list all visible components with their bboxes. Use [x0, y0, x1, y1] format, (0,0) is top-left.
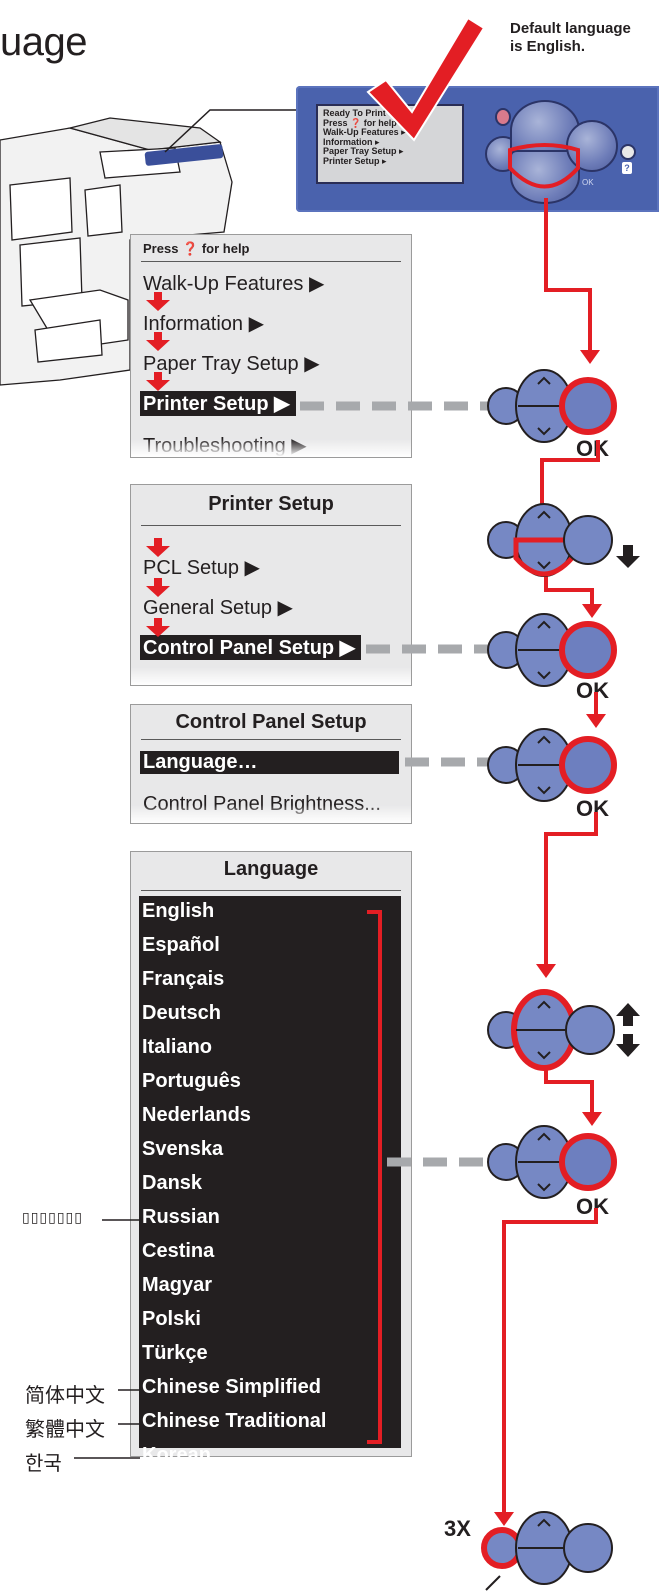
down-arrow-icon — [146, 292, 170, 311]
menu-item-language[interactable]: Language… — [140, 751, 399, 774]
menu-item-paper-tray[interactable]: Paper Tray Setup ▶ — [143, 353, 320, 375]
language-option[interactable]: Deutsch — [142, 1002, 221, 1024]
language-option[interactable]: Chinese Traditional — [142, 1410, 327, 1432]
default-language-note: Default language is English. — [510, 20, 631, 56]
button-cluster-up-down — [487, 989, 640, 1071]
menu-item-information[interactable]: Information ▶ — [143, 313, 264, 335]
language-option[interactable]: Português — [142, 1070, 241, 1092]
control-panel-display: Ready To Print Press ❓ for help Walk-Up … — [316, 104, 464, 184]
help-header: Press ❓ for help — [143, 241, 250, 256]
checkmark-icon — [366, 16, 486, 142]
flow-line — [544, 1060, 594, 1118]
language-option[interactable]: Korean — [142, 1444, 211, 1466]
button-cluster-back — [481, 1511, 613, 1591]
main-menu-panel: Press ❓ for help Walk-Up Features ▶ Info… — [130, 234, 412, 458]
panel-title: Language — [223, 858, 319, 880]
help-button[interactable]: ? — [622, 162, 632, 174]
button-cluster-ok — [487, 728, 617, 802]
language-option[interactable]: Svenska — [142, 1138, 224, 1160]
help-led-icon — [620, 144, 636, 160]
language-option[interactable]: Nederlands — [142, 1104, 251, 1126]
language-option[interactable]: Chinese Simplified — [142, 1376, 321, 1398]
display-line: Printer Setup ▸ — [323, 155, 387, 166]
language-option[interactable]: Español — [142, 934, 220, 956]
down-arrow-icon — [616, 1034, 640, 1057]
display-line: Walk-Up Features ▸ — [323, 127, 406, 138]
ok-label: OK — [576, 796, 609, 821]
button-cluster-ok — [487, 369, 617, 443]
language-option[interactable]: Magyar — [142, 1274, 213, 1296]
page-title: uage — [0, 20, 87, 64]
flow-line — [544, 198, 592, 358]
down-arrow-icon — [146, 618, 170, 637]
repeat-count-label: 3X — [444, 1516, 471, 1541]
control-panel-setup-panel: Control Panel Setup Language… Control Pa… — [130, 704, 412, 824]
language-option[interactable]: Polski — [142, 1308, 201, 1330]
down-arrow-icon — [146, 578, 170, 597]
panel-title: Printer Setup — [208, 493, 334, 515]
down-arrow-icon — [146, 332, 170, 351]
button-cluster-ok — [487, 613, 617, 687]
menu-item-control-panel-setup[interactable]: Control Panel Setup ▶ — [140, 635, 362, 660]
ok-label: OK — [576, 1194, 609, 1219]
language-option[interactable]: Français — [142, 968, 225, 990]
chinese-simplified-native-label: 简体中文 — [25, 1383, 105, 1407]
display-line: Press ❓ for help — [323, 117, 397, 128]
korean-native-label: 한국 — [25, 1451, 62, 1475]
printer-panel-highlight — [144, 144, 224, 166]
language-option[interactable]: Russian — [142, 1206, 220, 1228]
printer-setup-panel: Printer Setup PCL Setup ▶ General Setup … — [130, 484, 412, 686]
display-line: Information ▸ — [323, 136, 380, 147]
down-arrow-icon — [616, 545, 640, 568]
cancel-led-icon — [495, 108, 511, 126]
up-arrow-icon — [616, 1003, 640, 1026]
menu-item-walk-up[interactable]: Walk-Up Features ▶ — [143, 273, 325, 295]
ok-label: OK — [582, 178, 594, 187]
language-option[interactable]: Italiano — [142, 1036, 213, 1058]
menu-item-printer-setup[interactable]: Printer Setup ▶ — [140, 391, 296, 416]
ok-button[interactable] — [566, 120, 618, 172]
callout-line — [164, 109, 318, 153]
display-line: Paper Tray Setup ▸ — [323, 146, 404, 157]
note-line-1: Default language — [510, 20, 631, 37]
down-button-highlight — [508, 143, 580, 189]
down-arrow-icon — [146, 372, 170, 391]
down-arrow-icon — [146, 538, 170, 557]
note-line-2: is English. — [510, 38, 586, 55]
menu-item-general-setup[interactable]: General Setup ▶ — [143, 597, 293, 619]
ok-label: OK — [576, 436, 609, 461]
chinese-traditional-native-label: 繁體中文 — [25, 1417, 105, 1441]
language-list: English Español Français Deutsch Italian… — [139, 896, 401, 1466]
flow-line — [544, 812, 598, 972]
language-option[interactable]: Cestina — [142, 1240, 215, 1262]
panel-title: Control Panel Setup — [175, 711, 367, 733]
flow-line — [540, 440, 600, 520]
display-line: Ready To Print — [323, 108, 386, 118]
russian-native-label: ▯▯▯▯▯▯▯ — [22, 1210, 83, 1226]
ok-label: OK — [576, 678, 609, 703]
language-option[interactable]: Türkçe — [142, 1342, 208, 1364]
language-range-bracket — [367, 910, 382, 1444]
button-cluster-down — [487, 503, 640, 577]
language-option[interactable]: Dansk — [142, 1172, 203, 1194]
button-cluster-ok — [487, 1125, 617, 1199]
menu-item-pcl-setup[interactable]: PCL Setup ▶ — [143, 557, 260, 579]
language-option[interactable]: English — [142, 900, 215, 922]
flow-line — [502, 1208, 598, 1518]
